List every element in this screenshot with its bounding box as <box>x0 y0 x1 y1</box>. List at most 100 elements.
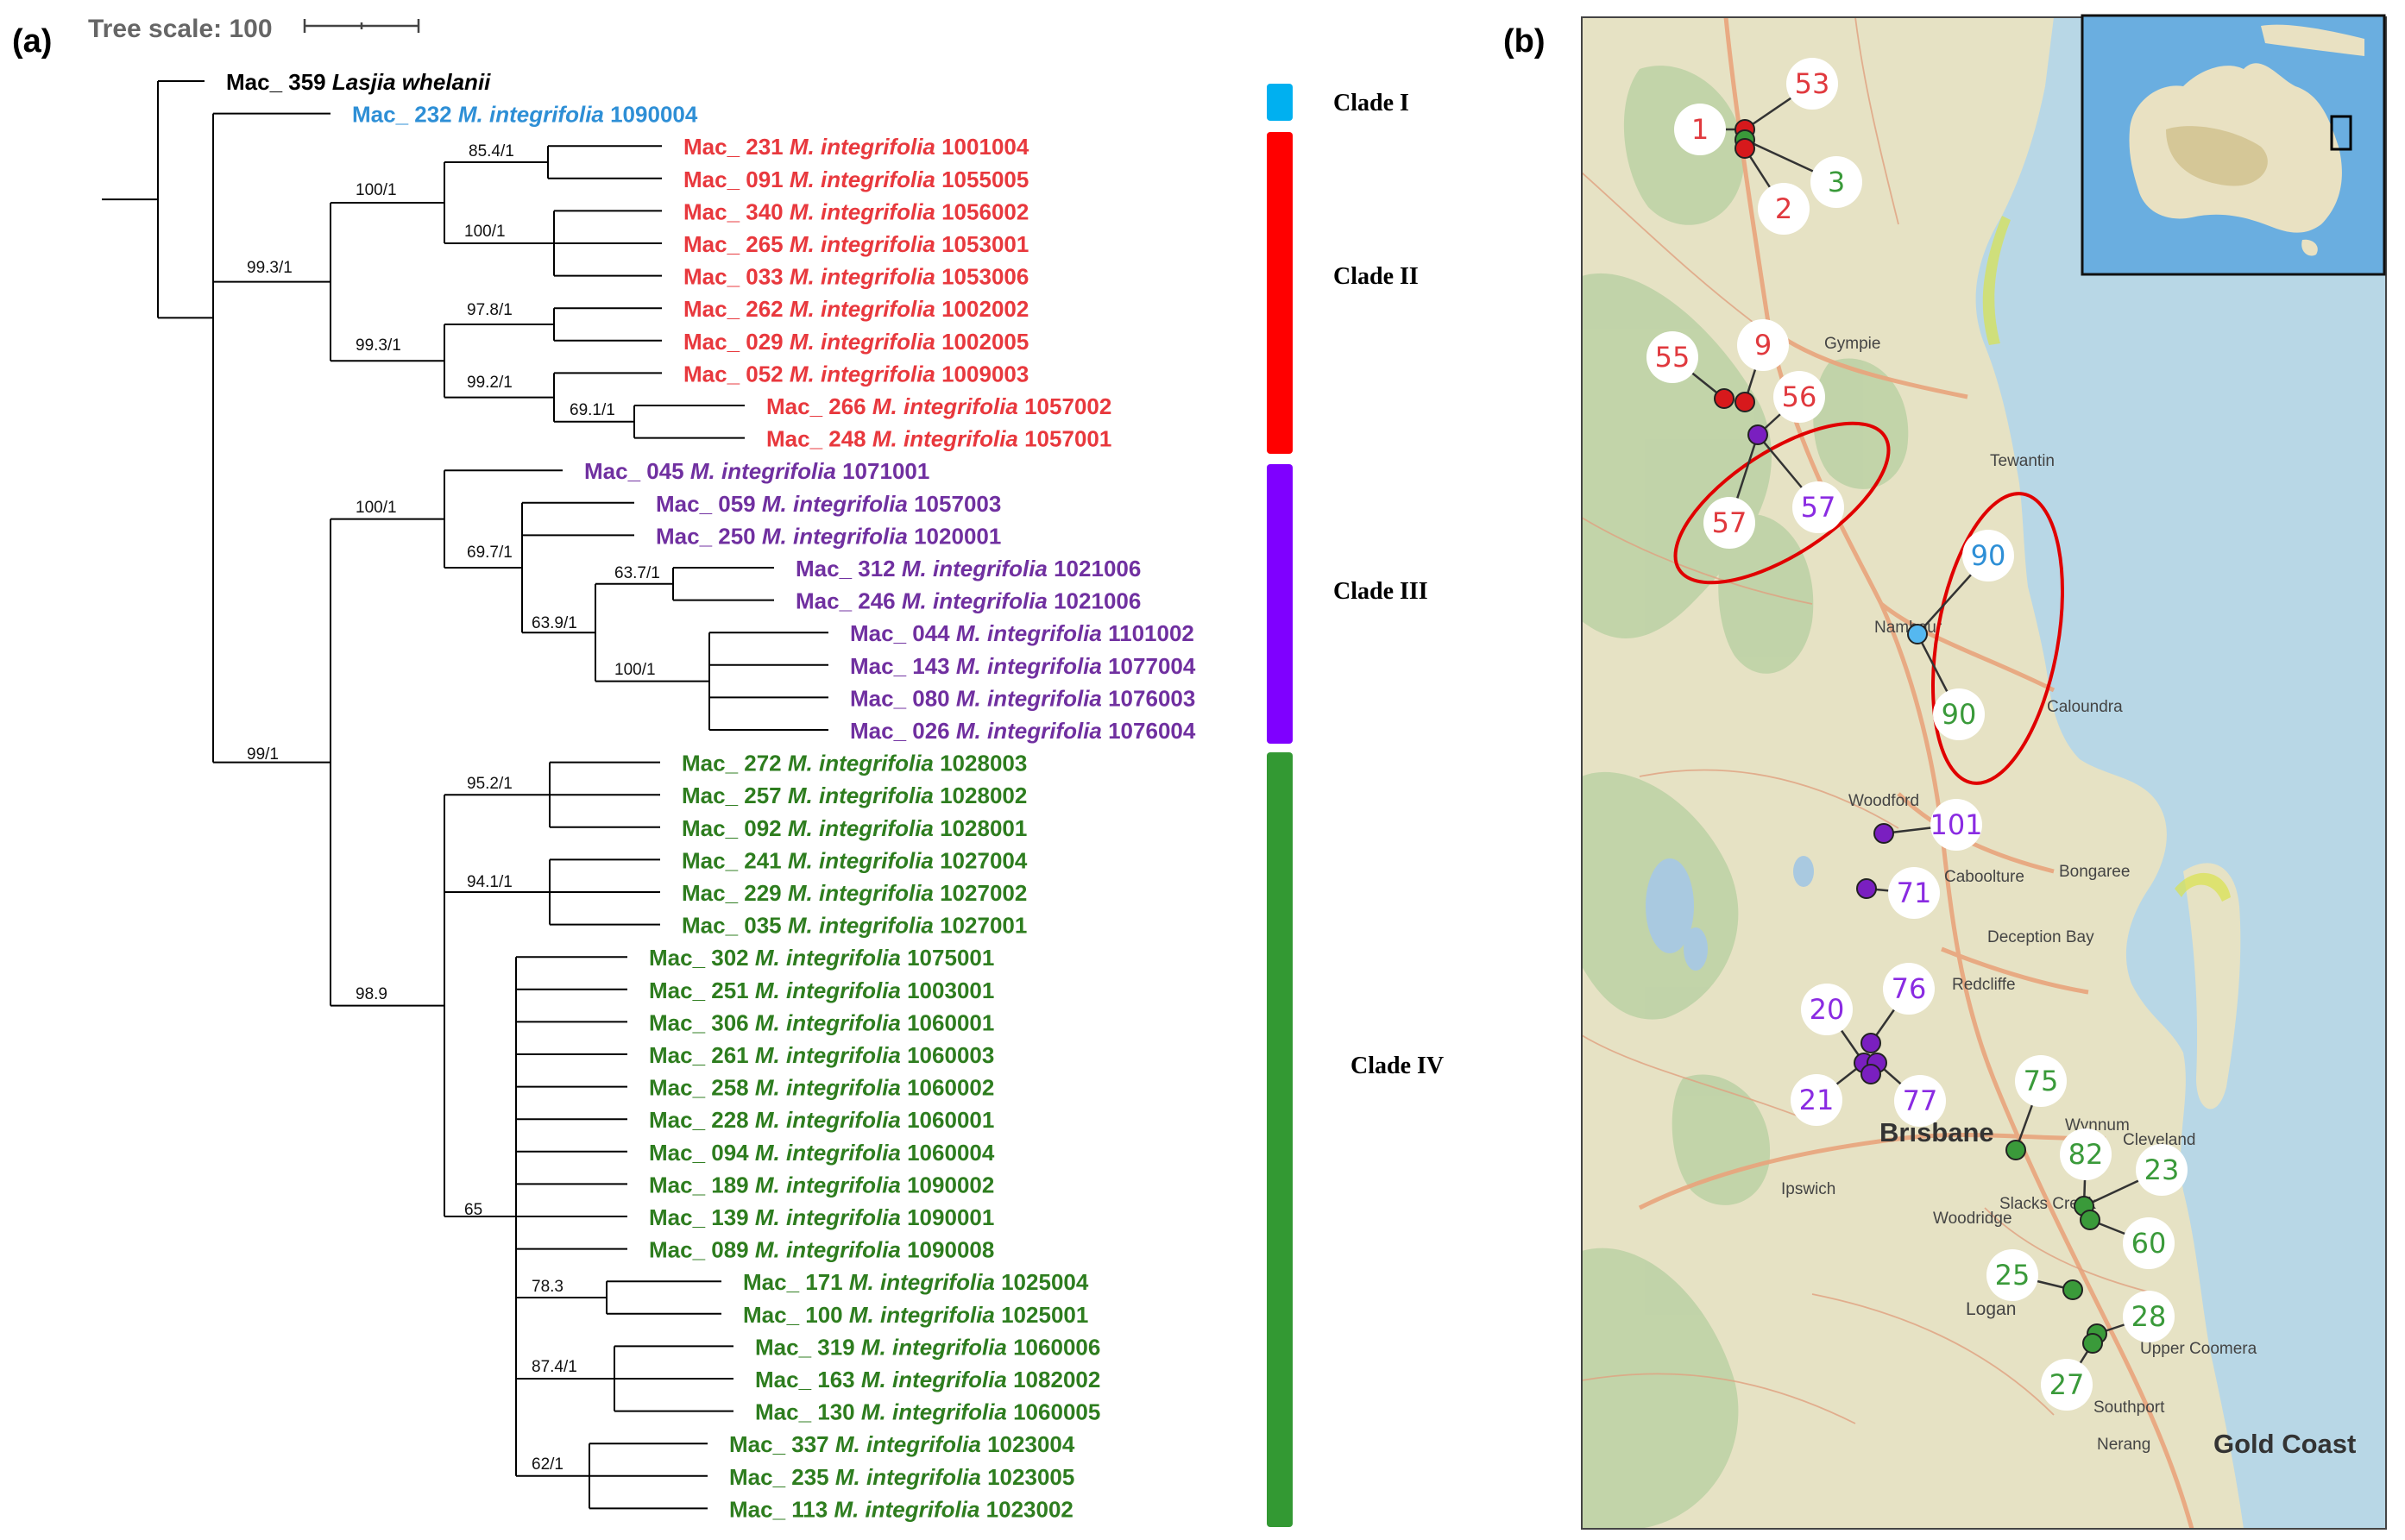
support-value: 62/1 <box>532 1455 563 1474</box>
support-values: 85.4/1100/1100/199.3/197.8/199.3/199.2/1… <box>247 142 660 1474</box>
site-label: 90 <box>1933 688 1985 740</box>
taxon-label: Mac_ 100 M. integrifolia 1025001 <box>743 1302 1088 1328</box>
svg-text:23: 23 <box>2144 1153 2180 1186</box>
site-label: 82 <box>2060 1128 2112 1180</box>
svg-text:90: 90 <box>1971 539 2006 572</box>
taxon-label: Mac_ 029 M. integrifolia 1002005 <box>683 329 1029 355</box>
site-dot <box>1747 424 1768 445</box>
svg-text:101: 101 <box>1930 808 1982 841</box>
support-value: 87.4/1 <box>532 1358 577 1376</box>
taxon-label: Mac_ 143 M. integrifolia 1077004 <box>850 653 1196 679</box>
taxon-label: Mac_ 044 M. integrifolia 1101002 <box>850 620 1194 646</box>
svg-text:21: 21 <box>1799 1084 1835 1116</box>
place-name: Southport <box>2093 1399 2165 1417</box>
site-label: 55 <box>1646 331 1698 383</box>
australia-inset-map <box>2081 14 2386 276</box>
support-value: 99.2/1 <box>467 374 513 392</box>
support-value: 99.3/1 <box>356 336 401 355</box>
taxon-label: Mac_ 258 M. integrifolia 1060002 <box>649 1075 994 1101</box>
site-dot <box>1860 1064 1881 1084</box>
clade-bars <box>1267 84 1293 1527</box>
site-label: 57 <box>1792 481 1844 533</box>
site-dot <box>1734 392 1755 412</box>
svg-text:25: 25 <box>1995 1259 2030 1292</box>
place-name: Ipswich <box>1781 1180 1835 1198</box>
svg-text:77: 77 <box>1903 1084 1938 1117</box>
taxon-label: Mac_ 340 M. integrifolia 1056002 <box>683 198 1029 224</box>
svg-text:90: 90 <box>1942 698 1977 731</box>
taxon-label: Mac_ 359 Lasjia whelanii <box>226 69 491 95</box>
site-label: 20 <box>1801 984 1853 1035</box>
site-label: 60 <box>2123 1217 2175 1269</box>
clade-label: Clade III <box>1333 578 1428 605</box>
taxon-label: Mac_ 059 M. integrifolia 1057003 <box>656 491 1001 517</box>
taxon-label: Mac_ 272 M. integrifolia 1028003 <box>682 751 1027 776</box>
support-value: 98.9 <box>356 985 387 1003</box>
support-value: 100/1 <box>356 181 397 199</box>
place-name: Brisbane <box>1879 1117 1994 1147</box>
svg-text:55: 55 <box>1655 341 1690 374</box>
sea <box>1975 17 2386 1529</box>
site-label: 1 <box>1674 104 1726 155</box>
svg-text:20: 20 <box>1810 993 1845 1026</box>
site-dot <box>1907 624 1928 644</box>
support-value: 99/1 <box>247 745 279 764</box>
support-value: 69.7/1 <box>467 544 513 562</box>
site-dot <box>1873 823 1894 844</box>
taxon-label: Mac_ 091 M. integrifolia 1055005 <box>683 167 1029 192</box>
taxon-label: Mac_ 302 M. integrifolia 1075001 <box>649 945 994 971</box>
site-label: 56 <box>1773 371 1825 423</box>
support-value: 78.3 <box>532 1278 563 1296</box>
taxon-label: Mac_ 035 M. integrifolia 1027001 <box>682 913 1027 939</box>
taxon-label: Mac_ 171 M. integrifolia 1025004 <box>743 1269 1089 1295</box>
place-name: Tewantin <box>1990 452 2055 470</box>
taxon-label: Mac_ 312 M. integrifolia 1021006 <box>796 556 1141 581</box>
svg-text:60: 60 <box>2131 1227 2167 1260</box>
coast-beach <box>2175 872 2231 902</box>
site-dot <box>2080 1210 2100 1230</box>
place-name: Slacks Creek <box>1999 1195 2096 1213</box>
svg-text:76: 76 <box>1892 972 1927 1005</box>
taxon-label: Mac_ 251 M. integrifolia 1003001 <box>649 977 994 1003</box>
support-value: 65 <box>464 1201 482 1219</box>
taxon-label: Mac_ 337 M. integrifolia 1023004 <box>729 1431 1075 1457</box>
site-label: 28 <box>2123 1291 2175 1342</box>
taxon-label: Mac_ 266 M. integrifolia 1057002 <box>766 393 1111 419</box>
svg-text:57: 57 <box>1801 491 1836 524</box>
support-value: 97.8/1 <box>467 301 513 319</box>
tree-scale-label: Tree scale: 100 <box>88 15 273 43</box>
svg-text:27: 27 <box>2049 1368 2085 1401</box>
svg-text:53: 53 <box>1795 67 1830 100</box>
site-dot <box>1856 878 1877 899</box>
site-label: 76 <box>1883 963 1935 1015</box>
site-label: 77 <box>1894 1075 1946 1127</box>
svg-text:82: 82 <box>2068 1138 2104 1171</box>
svg-text:71: 71 <box>1897 877 1932 909</box>
taxon-label: Mac_ 231 M. integrifolia 1001004 <box>683 134 1029 160</box>
taxon-label: Mac_ 262 M. integrifolia 1002002 <box>683 296 1029 322</box>
site-label: 25 <box>1986 1249 2038 1301</box>
site-label: 71 <box>1888 867 1940 919</box>
site-dot <box>1734 138 1755 159</box>
taxon-label: Mac_ 189 M. integrifolia 1090002 <box>649 1172 994 1197</box>
place-name: Woodford <box>1848 792 1919 810</box>
clade-bar <box>1267 464 1293 744</box>
map-frame <box>1581 16 2387 1530</box>
svg-text:1: 1 <box>1691 113 1709 146</box>
site-label: 27 <box>2041 1359 2093 1411</box>
site-label: 21 <box>1791 1074 1842 1126</box>
site-label: 90 <box>1962 530 2014 581</box>
support-value: 100/1 <box>614 661 656 679</box>
coast-beach <box>1982 216 2011 345</box>
support-value: 100/1 <box>464 223 506 241</box>
clade-bar <box>1267 84 1293 121</box>
minor-roads <box>1582 17 2158 1424</box>
taxon-label: Mac_ 080 M. integrifolia 1076003 <box>850 685 1195 711</box>
highlight-ellipses <box>1673 421 2064 785</box>
clade-label: Clade II <box>1333 263 1419 290</box>
site-label: 101 <box>1930 799 1983 851</box>
place-name: Upper Coomera <box>2140 1340 2257 1358</box>
